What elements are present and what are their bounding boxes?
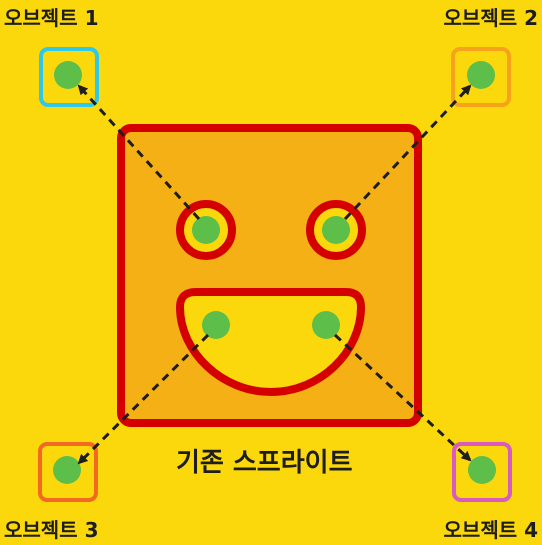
- object4-label: 오브젝트 4: [444, 520, 538, 540]
- object3-label: 오브젝트 3: [4, 520, 98, 540]
- main-sprite-label: 기존 스프라이트: [176, 450, 353, 476]
- object1-dot: [54, 61, 82, 89]
- object1-label: 오브젝트 1: [4, 8, 98, 28]
- left-eye-dot: [192, 216, 220, 244]
- object2-label: 오브젝트 2: [444, 8, 538, 28]
- object2-dot: [467, 61, 495, 89]
- object3-dot: [53, 456, 81, 484]
- right-eye-dot: [322, 216, 350, 244]
- object4-dot: [468, 456, 496, 484]
